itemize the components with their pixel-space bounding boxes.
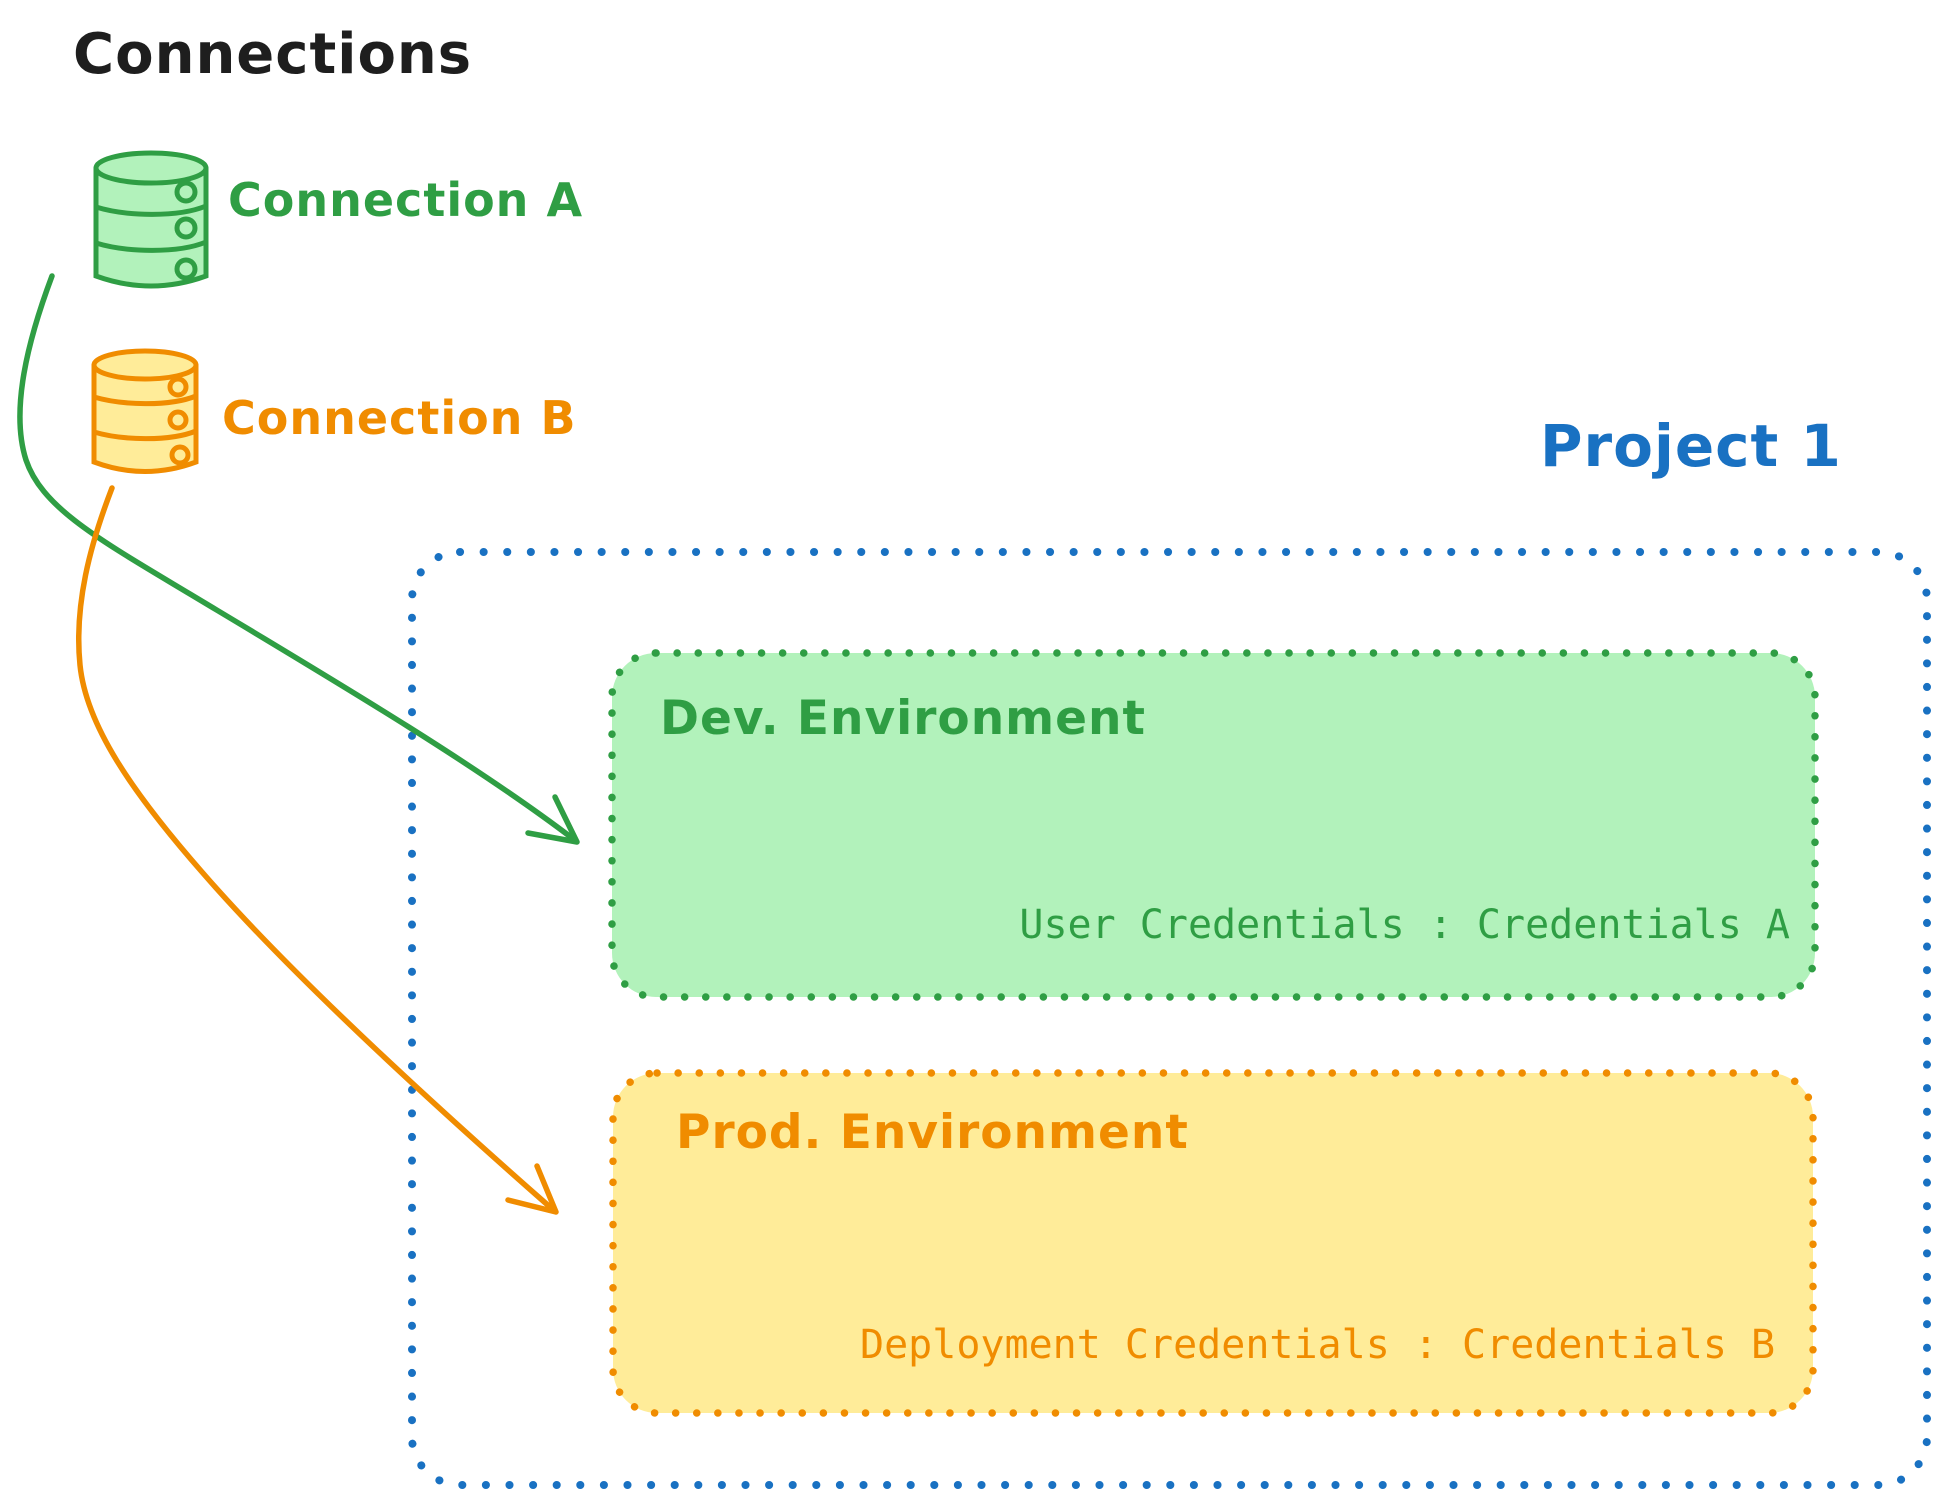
connection-b-label: Connection B (222, 391, 577, 445)
project-title: Project 1 (1540, 412, 1842, 480)
connection-b-arrow (75, 485, 559, 1215)
connection-a-arrow (17, 273, 580, 845)
prod-credentials-text: Deployment Credentials : Credentials B (860, 1322, 1776, 1368)
project-container-border (408, 548, 1931, 1489)
database-icon (91, 348, 199, 474)
prod-environment-box (609, 1069, 1817, 1417)
dev-environment-title: Dev. Environment (660, 691, 1146, 746)
dev-environment-box (608, 649, 1819, 1001)
diagram-title: Connections (73, 22, 473, 87)
connection-a-label: Connection A (228, 173, 584, 227)
database-icon (93, 150, 209, 289)
dev-credentials-text: User Credentials : Credentials A (1019, 902, 1790, 948)
prod-environment-title: Prod. Environment (676, 1105, 1189, 1160)
